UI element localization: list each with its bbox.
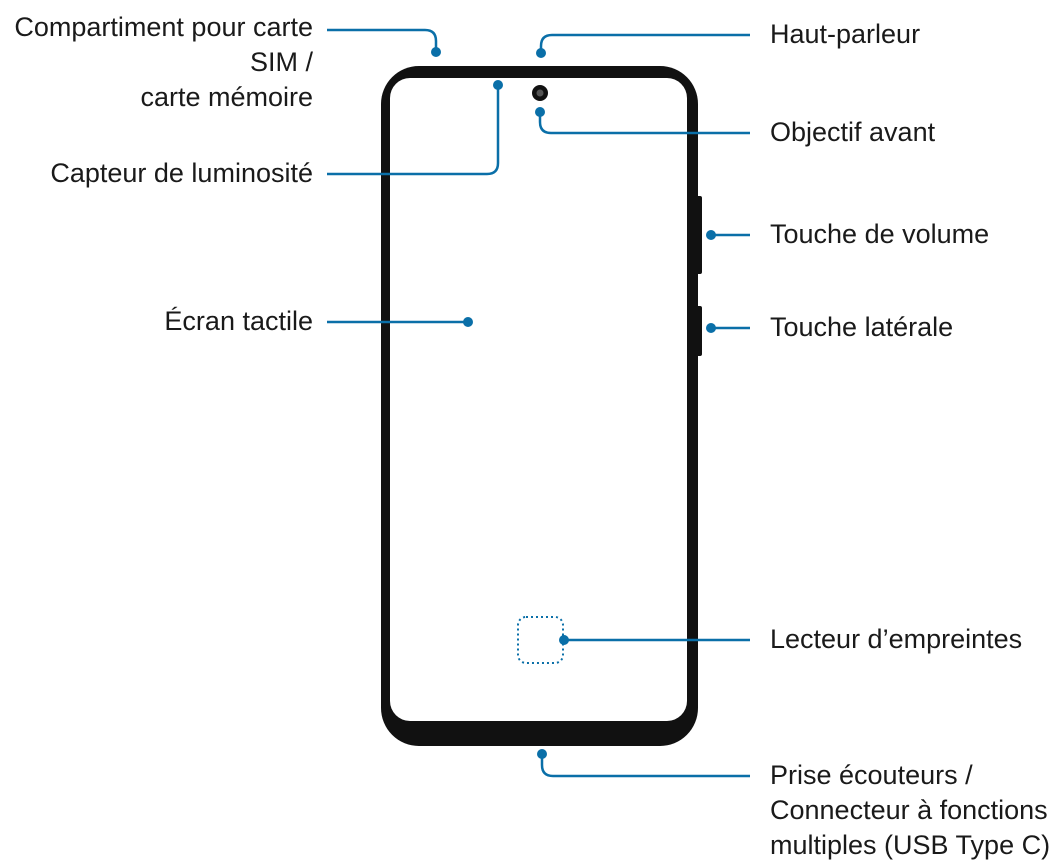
label-touchscreen: Écran tactile [164, 306, 313, 336]
label-front-camera: Objectif avant [770, 117, 936, 147]
label-earphone-jack: Prise écouteurs / Connecteur à fonctions… [770, 760, 1051, 860]
label-speaker: Haut-parleur [770, 19, 921, 49]
front-camera-leader [538, 112, 750, 135]
sim-tray-dot [431, 47, 441, 57]
sim-tray-leader [327, 28, 438, 50]
volume-button [694, 196, 702, 274]
label-light-sensor: Capteur de luminosité [50, 158, 313, 188]
fingerprint-dot [559, 635, 569, 645]
speaker-dot [536, 48, 546, 58]
light-sensor-dot [493, 80, 503, 90]
speaker-leader [539, 33, 750, 50]
label-sim-tray: Compartiment pour carte SIM / carte mémo… [14, 12, 313, 112]
front-camera-dot [535, 107, 545, 117]
phone-screen [390, 78, 687, 721]
touchscreen-dot [463, 317, 473, 327]
light-sensor-leader [327, 85, 500, 176]
label-fingerprint: Lecteur d’empreintes [770, 624, 1023, 654]
label-side-key: Touche latérale [770, 312, 954, 342]
side-key-dot [706, 323, 716, 333]
earphone-jack-dot [537, 749, 547, 759]
volume-key-dot [706, 230, 716, 240]
side-button [694, 306, 702, 356]
label-volume-key: Touche de volume [770, 219, 990, 249]
earphone-jack-leader [540, 754, 750, 778]
